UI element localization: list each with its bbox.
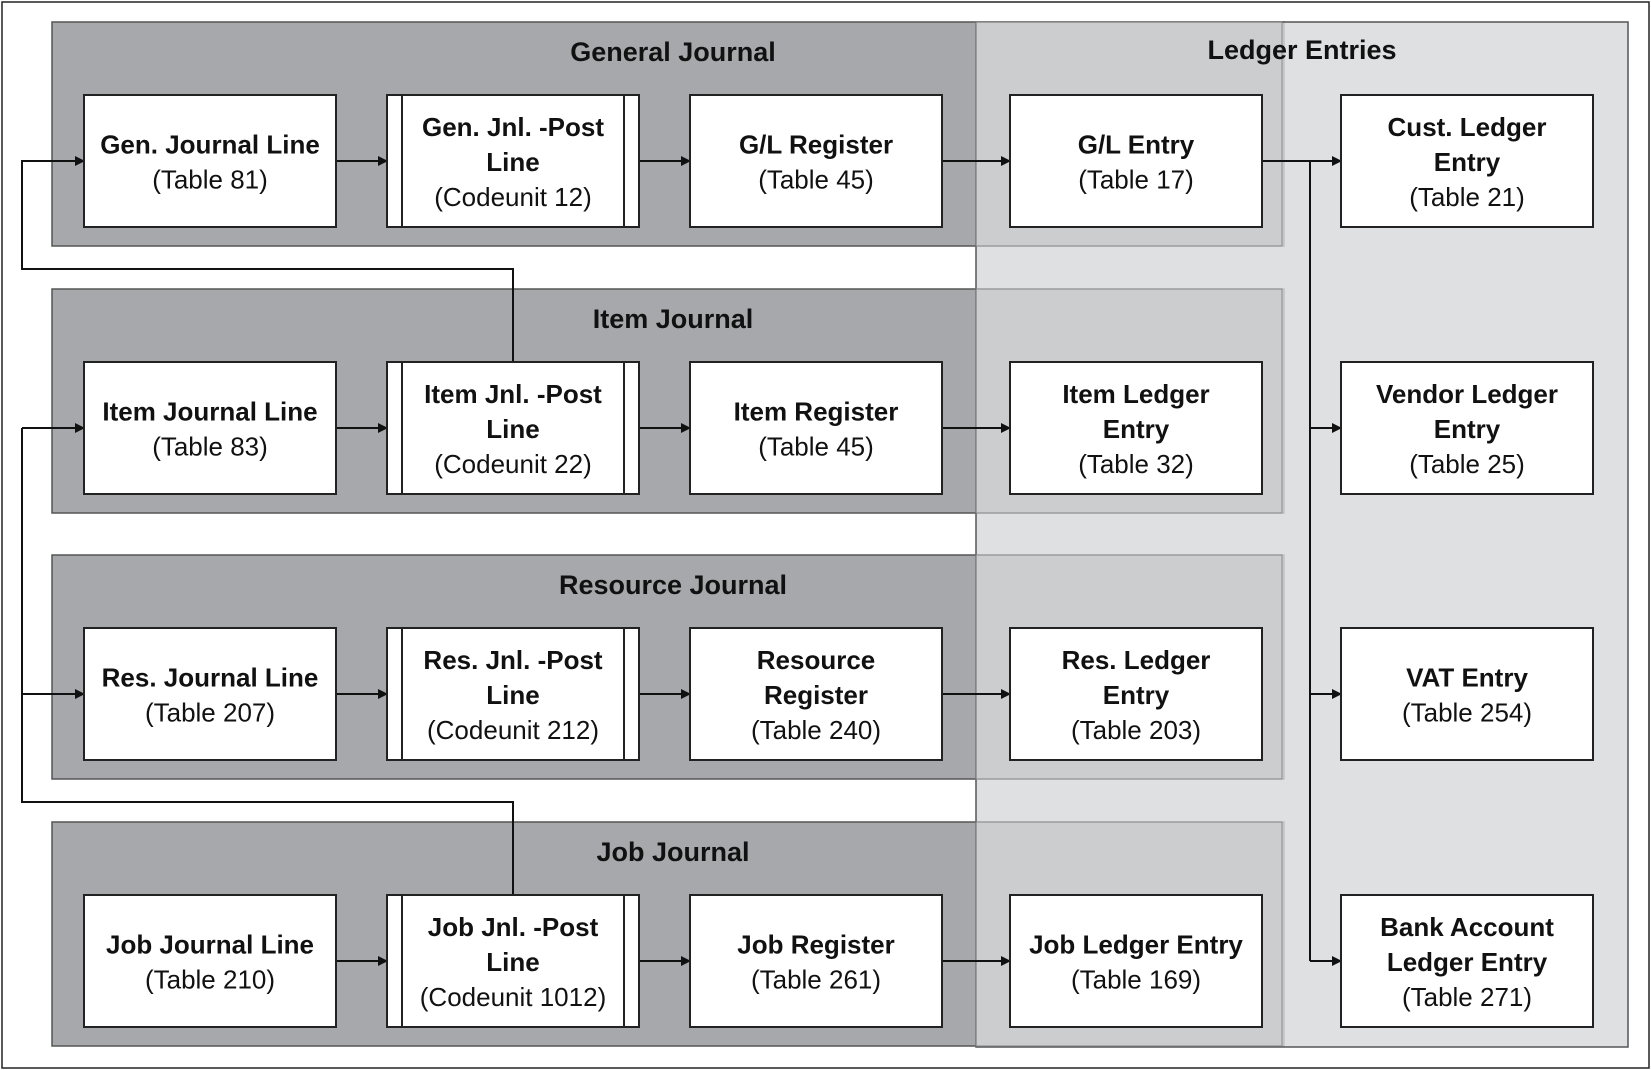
register-box-item-subtitle: (Table 45) [758,431,874,461]
journal-title-item: Item Journal [593,304,754,334]
ledger-entry-box-job-subtitle: (Table 169) [1071,964,1201,994]
gl-target-box-4-frame [1340,894,1594,1028]
register-box-resource-title: Register [764,680,868,710]
register-box-item: Item Register (Table 45) [689,361,943,495]
ledger-entry-box-resource-subtitle: (Table 203) [1071,715,1201,745]
post-codeunit-box-item-frame [386,361,640,495]
journal-line-box-job-frame [83,894,337,1028]
post-codeunit-box-general-title: Line [486,147,539,177]
journal-title-job: Job Journal [596,837,749,867]
gl-target-box-1-title: Cust. Ledger [1388,112,1547,142]
post-codeunit-box-item-subtitle: (Codeunit 22) [434,449,592,479]
post-codeunit-box-job-subtitle: (Codeunit 1012) [420,982,606,1012]
post-codeunit-box-general-subtitle: (Codeunit 12) [434,182,592,212]
post-codeunit-box-resource-title: Line [486,680,539,710]
journal-title-general: General Journal [570,37,776,67]
gl-target-box-2-title: Vendor Ledger [1376,379,1558,409]
ledger-entry-box-general-subtitle: (Table 17) [1078,164,1194,194]
journal-line-box-item: Item Journal Line (Table 83) [83,361,337,495]
gl-target-box-3-subtitle: (Table 254) [1402,697,1532,727]
gl-target-box-2-subtitle: (Table 25) [1409,449,1525,479]
journal-line-box-general-title: Gen. Journal Line [100,129,320,159]
gl-target-box-3-frame [1340,627,1594,761]
register-box-general-subtitle: (Table 45) [758,164,874,194]
ledger-entry-box-item-title: Item Ledger [1062,379,1209,409]
ledger-entry-box-resource-title: Entry [1103,680,1170,710]
ledger-entry-box-resource-frame [1009,627,1263,761]
ledger-entry-box-general: G/L Entry (Table 17) [1009,94,1263,228]
gl-target-box-4-subtitle: (Table 271) [1402,982,1532,1012]
ledger-entries-title: Ledger Entries [1207,35,1396,65]
post-codeunit-box-item-title: Line [486,414,539,444]
register-box-item-title: Item Register [734,396,899,426]
journal-line-box-job-title: Job Journal Line [106,929,314,959]
arrow-item-post-to-gen-journal-line [21,156,514,362]
journal-line-box-item-frame [83,361,337,495]
journal-title-resource: Resource Journal [559,570,787,600]
register-box-general-frame [689,94,943,228]
gl-target-box-3-title: VAT Entry [1406,662,1528,692]
ledger-entry-box-item-subtitle: (Table 32) [1078,449,1194,479]
register-box-resource-title: Resource [757,645,876,675]
journal-line-box-resource: Res. Journal Line (Table 207) [83,627,337,761]
gl-target-box-1-subtitle: (Table 21) [1409,182,1525,212]
journal-line-box-item-title: Item Journal Line [102,396,317,426]
journal-line-box-job-subtitle: (Table 210) [145,964,275,994]
ledger-entry-box-job-frame [1009,894,1263,1028]
gl-target-box-4-title: Bank Account [1380,912,1554,942]
journal-line-box-item-subtitle: (Table 83) [152,431,268,461]
post-codeunit-box-job-frame [386,894,640,1028]
gl-target-box-2-title: Entry [1434,414,1501,444]
ledger-entry-box-general-title: G/L Entry [1078,129,1195,159]
journal-line-box-general-frame [83,94,337,228]
gl-target-box-2-frame [1340,361,1594,495]
ledger-entry-box-job: Job Ledger Entry (Table 169) [1009,894,1263,1028]
line-job-post-feedback [21,428,514,895]
gl-target-box-1-title: Entry [1434,147,1501,177]
register-box-item-frame [689,361,943,495]
ledger-entry-box-general-frame [1009,94,1263,228]
post-codeunit-box-resource-subtitle: (Codeunit 212) [427,715,599,745]
journal-line-box-resource-subtitle: (Table 207) [145,697,275,727]
gl-target-box-1-frame [1340,94,1594,228]
ledger-entry-box-job-title: Job Ledger Entry [1029,929,1243,959]
journal-line-box-general: Gen. Journal Line (Table 81) [83,94,337,228]
journal-line-box-resource-title: Res. Journal Line [102,662,319,692]
gl-target-box-4-title: Ledger Entry [1387,947,1548,977]
register-box-resource-subtitle: (Table 240) [751,715,881,745]
journal-line-box-job: Job Journal Line (Table 210) [83,894,337,1028]
post-codeunit-box-resource-title: Res. Jnl. -Post [423,645,602,675]
register-box-general: G/L Register (Table 45) [689,94,943,228]
journal-line-box-resource-frame [83,627,337,761]
post-codeunit-box-job-title: Line [486,947,539,977]
ledger-entry-box-item-title: Entry [1103,414,1170,444]
register-box-general-title: G/L Register [739,129,893,159]
ledger-entry-box-resource-title: Res. Ledger [1062,645,1211,675]
register-box-job-title: Job Register [737,929,895,959]
register-box-resource-frame [689,627,943,761]
post-codeunit-box-job-title: Job Jnl. -Post [428,912,599,942]
ledger-entry-box-item-frame [1009,361,1263,495]
post-codeunit-box-general-frame [386,94,640,228]
register-box-job-subtitle: (Table 261) [751,964,881,994]
post-codeunit-box-resource-frame [386,627,640,761]
register-box-job-frame [689,894,943,1028]
journal-line-box-general-subtitle: (Table 81) [152,164,268,194]
gl-target-box-3: VAT Entry (Table 254) [1340,627,1594,761]
post-codeunit-box-item-title: Item Jnl. -Post [424,379,602,409]
register-box-job: Job Register (Table 261) [689,894,943,1028]
post-codeunit-box-general-title: Gen. Jnl. -Post [422,112,604,142]
